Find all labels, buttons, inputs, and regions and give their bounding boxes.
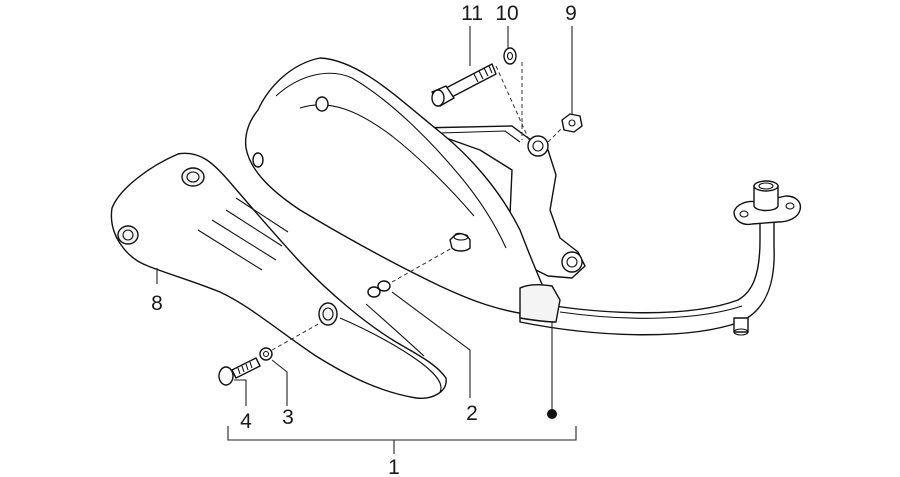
canister-top-edge [275, 72, 507, 249]
heat-shield-body[interactable] [110, 152, 447, 399]
bracket-hole-lower-inner [566, 256, 578, 268]
leader-4 [234, 379, 247, 406]
exhaust-pipe [519, 221, 775, 336]
bracket-hole-upper-inner [532, 140, 544, 152]
heat-shield-hole-top-inner [186, 171, 200, 183]
heat-shield-slot-3 [225, 209, 283, 247]
washer-10-hole [506, 51, 514, 61]
nut-part-9[interactable] [561, 113, 583, 133]
leader-3 [271, 359, 288, 406]
assembly-bracket [227, 426, 577, 441]
heat-shield-hole-left [117, 225, 139, 245]
leader-2 [391, 291, 471, 398]
screw-4-threads [237, 361, 253, 375]
heat-shield[interactable] [110, 152, 447, 399]
assembly-line-nut-9 [547, 127, 563, 143]
nut-9-hole [568, 119, 576, 127]
heat-shield-slot-2 [211, 219, 277, 261]
heat-shield-slot-4 [235, 197, 289, 233]
washer-3 [259, 347, 273, 361]
washer-10 [503, 47, 517, 65]
flange-bolt-hole-left [739, 210, 749, 218]
heat-shield-curl [365, 303, 425, 357]
screw-part-4[interactable] [218, 357, 261, 386]
bolt-11-threads [473, 65, 493, 83]
label-part-3: 3 [282, 406, 294, 429]
bolt-11-head-face [431, 89, 445, 107]
pipe-stud-end [733, 328, 749, 336]
label-part-2: 2 [466, 402, 478, 425]
heat-shield-hole-left-inner [122, 229, 134, 241]
washer-part-10[interactable] [503, 47, 517, 65]
muffler-assembly[interactable] [244, 57, 802, 336]
heat-shield-inner-lip [339, 317, 442, 393]
canister-spacer [449, 232, 471, 252]
canister-boss-left [252, 152, 264, 168]
bolt-part-11[interactable] [431, 63, 497, 107]
screw-4-head [218, 366, 234, 386]
canister-spacer-top [453, 233, 469, 241]
assembly-line-washer-2 [391, 247, 453, 283]
label-part-4: 4 [240, 410, 252, 433]
pipe-inlet-bore [758, 182, 774, 190]
bracket-hole-upper [527, 135, 549, 157]
washer-2a [367, 286, 381, 298]
washer-part-3[interactable] [259, 347, 273, 361]
washer-2b [377, 280, 391, 292]
screw-4-shank [231, 357, 261, 379]
heat-shield-slot-1 [197, 229, 263, 271]
reference-dot [547, 409, 557, 419]
label-part-11: 11 [461, 2, 483, 25]
heat-shield-hole-bottom [318, 302, 338, 326]
washer-3-hole [262, 350, 270, 358]
heat-shield-hole-top [181, 167, 205, 187]
nut-9-body [561, 113, 583, 133]
canister-end-band [519, 283, 561, 323]
label-part-1: 1 [388, 456, 400, 477]
bracket-hole-lower [561, 251, 583, 273]
bolt-11-shank [445, 63, 497, 99]
bracket-edge [439, 130, 521, 143]
heat-shield-hole-bottom-inner [322, 307, 334, 321]
label-part-8: 8 [151, 292, 163, 315]
label-part-9: 9 [565, 2, 577, 25]
pipe-inlet-opening [753, 180, 779, 192]
pipe-highlight [559, 305, 743, 319]
label-part-10: 10 [495, 2, 518, 25]
pipe-inlet-collar [753, 185, 779, 212]
canister-boss-upper [315, 96, 329, 112]
assembly-line-screw-4 [271, 321, 323, 351]
washer-part-2[interactable] [367, 280, 391, 298]
flange-bolt-hole-right [785, 202, 795, 210]
